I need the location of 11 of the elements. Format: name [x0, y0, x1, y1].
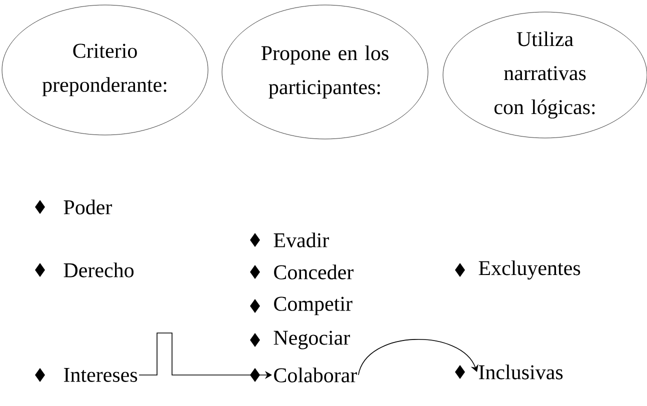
list-item: Negociar: [274, 330, 350, 350]
list-item: Colaborar: [274, 368, 357, 382]
list-item: Competir: [274, 296, 352, 316]
arrow: [358, 339, 478, 376]
list-item: Conceder: [274, 264, 354, 280]
list-item: Poder: [64, 200, 112, 214]
list-item: Derecho: [64, 262, 134, 278]
list-item: Inclusivas: [478, 364, 563, 380]
list-item: Intereses: [64, 368, 138, 382]
list-item: Excluyentes: [478, 260, 580, 280]
list-item: Evadir: [274, 232, 329, 248]
